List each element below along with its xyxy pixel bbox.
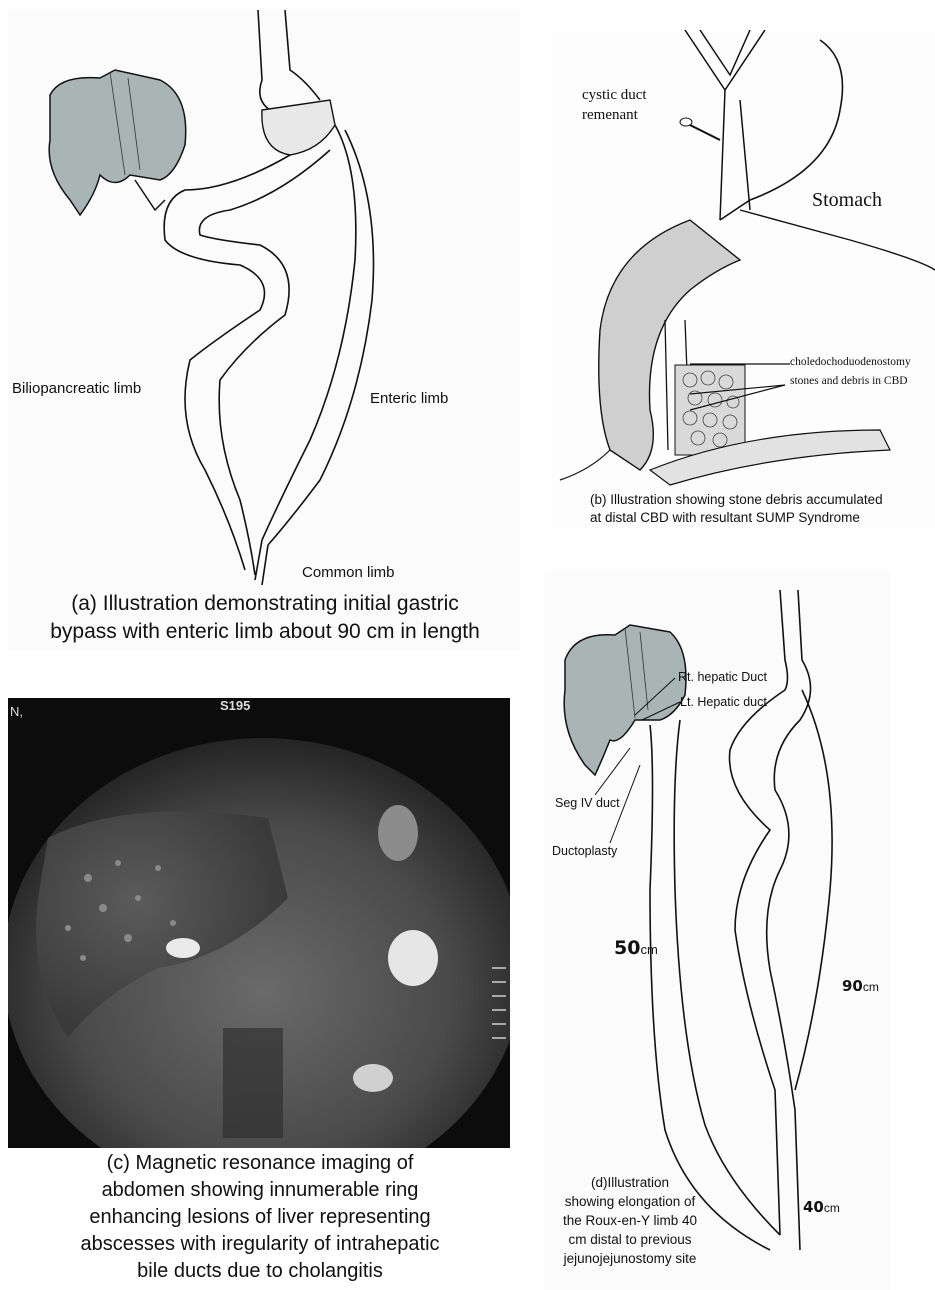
caption-c-line3: enhancing lesions of liver representing [0,1206,520,1229]
caption-c-line5: bile ducts due to cholangitis [0,1260,520,1283]
caption-b-line2: at distal CBD with resultant SUMP Syndro… [590,510,860,525]
label-ductoplasty: Ductoplasty [552,844,617,858]
length-40-number: 40 [803,1198,824,1216]
caption-c-line1: (c) Magnetic resonance imaging of [0,1152,520,1175]
length-90-unit: cm [863,980,879,994]
panel-d: Rt. hepatic Duct Lt. Hepatic duct Seg IV… [540,570,895,1290]
caption-a-line1: (a) Illustration demonstrating initial g… [0,592,530,616]
length-50-unit: cm [640,942,657,957]
label-lt-hepatic-duct: Lt. Hepatic duct [680,695,767,709]
caption-c-line2: abdomen showing innumerable ring [0,1179,520,1202]
mri-image [8,698,510,1148]
caption-c-line4: abscesses with iregularity of intrahepat… [0,1233,520,1256]
caption-d-line5: jejunojejunostomy site [540,1251,720,1266]
label-stones-debris: stones and debris in CBD [790,375,908,387]
mri-series-marker: S195 [220,698,250,713]
caption-d-line1: (d)Illustration [550,1175,710,1190]
label-common-limb: Common limb [302,564,395,581]
caption-d-line4: cm distal to previous [540,1232,720,1247]
mri-corner-text: N, [10,704,23,719]
label-choledochoduodenostomy: choledochoduodenostomy [790,356,911,368]
length-50cm: 50cm [614,937,658,959]
panel-a: Biliopancreatic limb Enteric limb Common… [0,0,530,660]
panel-b: cystic duct remenant Stomach choledochod… [550,30,935,540]
length-40-unit: cm [824,1201,840,1215]
caption-b-line1: (b) Illustration showing stone debris ac… [590,492,883,507]
label-seg-iv-duct: Seg IV duct [555,796,620,810]
length-50-number: 50 [614,937,640,959]
panel-a-illustration [0,0,530,660]
length-90-number: 90 [842,977,863,995]
length-90cm: 90cm [842,977,879,996]
panel-c: S195 N, (c) Magnetic resonance imaging o… [0,690,520,1290]
label-stomach: Stomach [812,189,882,212]
label-rt-hepatic-duct: Rt. hepatic Duct [678,670,767,684]
caption-a-line2: bypass with enteric limb about 90 cm in … [0,620,530,644]
caption-d-line2: showing elongation of [540,1194,720,1209]
length-40cm: 40cm [803,1198,840,1217]
label-enteric-limb: Enteric limb [370,390,448,407]
label-cystic-duct-line1: cystic duct [582,87,647,104]
caption-d-line3: the Roux-en-Y limb 40 [540,1213,720,1228]
label-biliopancreatic-limb: Biliopancreatic limb [12,380,141,397]
label-cystic-duct-line2: remenant [582,107,638,124]
